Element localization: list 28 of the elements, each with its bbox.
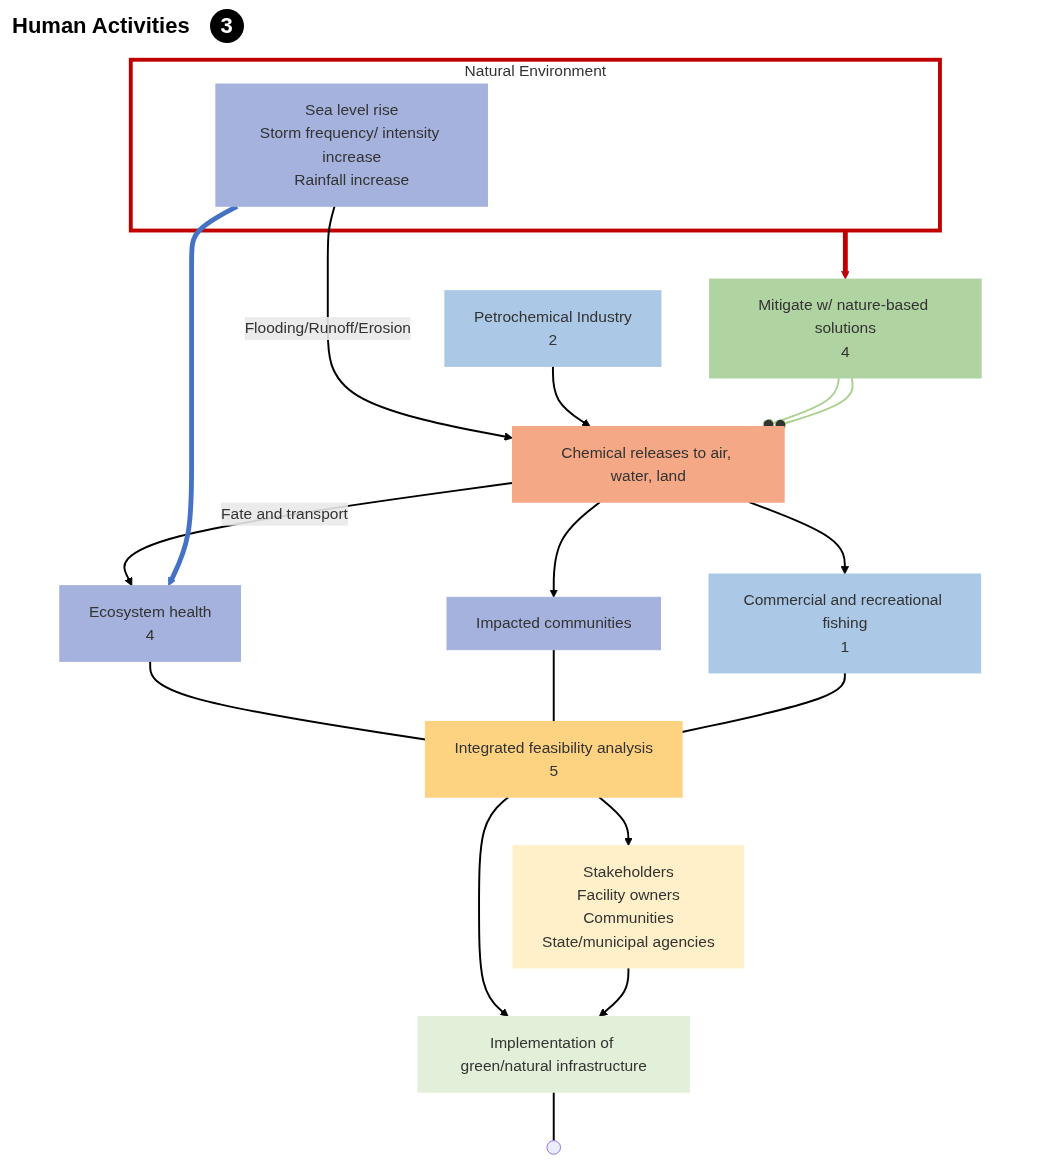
node-box: Integrated feasibility analysis 5 — [424, 721, 683, 798]
arrow — [326, 205, 513, 441]
arrow — [551, 365, 591, 427]
connector — [149, 660, 427, 741]
arrow — [748, 501, 850, 575]
arrow — [549, 501, 601, 598]
connector — [773, 377, 854, 431]
node-box: Implementation of green/natural infrastructure — [417, 1015, 691, 1093]
edge-label: Flooding/Runoff/Erosion — [244, 319, 411, 337]
connector — [681, 672, 846, 733]
node-box: Commercial and recreational fishing 1 — [708, 573, 982, 674]
arrow — [478, 796, 510, 1017]
node-box: Mitigate w/ nature-based solutions 4 — [709, 278, 982, 379]
section-heading: Human Activities — [12, 13, 190, 39]
node-box: Chemical releases to air, water, land — [512, 426, 785, 503]
node-box: Impacted communities — [446, 596, 661, 651]
connector — [552, 648, 555, 723]
connector — [552, 1091, 555, 1142]
edge-label: Fate and transport — [221, 505, 348, 522]
arrow — [841, 230, 850, 280]
arrow — [123, 481, 514, 587]
arrow — [598, 966, 630, 1017]
node-box: Petrochemical Industry 2 — [444, 290, 662, 367]
arrow — [598, 796, 633, 847]
node-box: Sea level rise Storm frequency/ intensity increase Rainfall increase — [215, 83, 489, 207]
node-box: Ecosystem health 4 — [59, 585, 242, 662]
number-badge: 3 — [209, 9, 244, 43]
node-box: Stakeholders Facility owners Communities State/municipal agencies — [512, 845, 745, 969]
